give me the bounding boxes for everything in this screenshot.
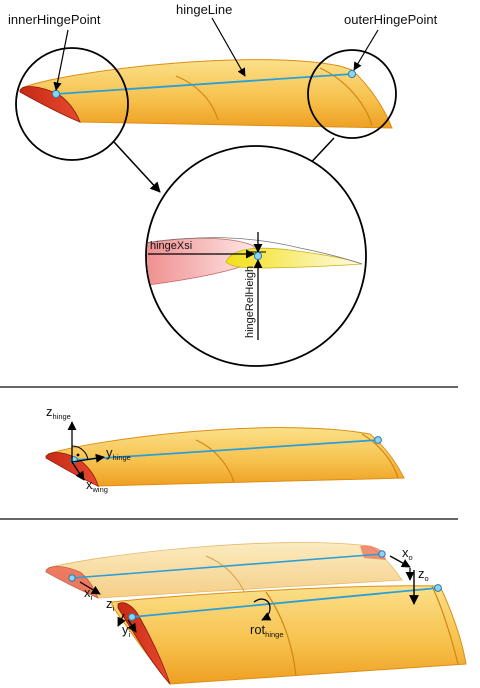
y-hinge-label: yhinge (106, 445, 131, 462)
x-wing-axis (71, 461, 85, 481)
outer-hinge-point (374, 436, 382, 444)
angle-dot (76, 453, 80, 457)
x-inner-axis (79, 581, 101, 595)
outer-hinge-pointer (353, 29, 379, 71)
wing-section-line (319, 67, 373, 127)
hinge-detail-view: hingeXsi hingeRelHeigh (145, 145, 367, 367)
wing-section-line (195, 439, 235, 483)
z-hinge-label: zhinge (46, 404, 71, 421)
rot-hinge-label: rothinge (250, 622, 284, 639)
panel-3-hinge-rotation: xo zo xi zi yi rothinge (45, 542, 467, 685)
outer-zoom-circle (307, 49, 397, 139)
rotated-hinge-line (131, 587, 439, 618)
hinge-line-label: hingeLine (176, 2, 232, 17)
detail-hinge-point (253, 251, 263, 261)
original-hinge-line (71, 553, 383, 579)
wing-section-line (175, 75, 219, 121)
angle-arc (71, 445, 89, 461)
panel-2-hinge-axes: zhinge yhinge xwing (45, 404, 405, 494)
y-inner-axis (127, 619, 137, 633)
rotated-wing-surface (111, 585, 467, 685)
wing-section-line (361, 433, 399, 479)
hinge-xsi-label: hingeXsi (150, 240, 192, 252)
rotation-arrow (253, 598, 272, 621)
rotated-section-line (265, 591, 297, 677)
x-inner-label: xi (84, 585, 93, 602)
hinge-line (55, 73, 353, 95)
inner-zoom-circle (15, 47, 129, 161)
x-outer-axis (389, 555, 411, 568)
wing-root-section (19, 86, 81, 123)
x-wing-label: xwing (86, 477, 108, 494)
hinge-rel-height-label: hingeRelHeigh (244, 266, 256, 338)
z-inner-axis (117, 613, 126, 627)
hinge-line-pointer (211, 17, 246, 77)
rotated-outer-hinge-point (434, 584, 442, 592)
rotated-inner-hinge-point (128, 613, 136, 621)
y-inner-label: yi (122, 622, 131, 639)
ghost-root-section (45, 566, 99, 599)
wing-root-section (45, 452, 99, 487)
outer-hinge-point (347, 69, 357, 79)
z-outer-label: zo (418, 566, 429, 583)
z-inner-label: zi (106, 596, 115, 613)
zoom-connector-left (113, 141, 161, 193)
x-outer-label: xo (402, 545, 413, 562)
hinge-line (73, 439, 379, 461)
original-outer-hinge-point (378, 550, 386, 558)
outer-hinge-point-label: outerHingePoint (344, 12, 438, 27)
original-inner-hinge-point (68, 574, 76, 582)
airfoil-outline (147, 237, 363, 265)
rotated-section-line (431, 585, 459, 665)
inner-hinge-pointer (53, 29, 69, 91)
panel-1-hinge-points: innerHingePoint hingeLine outerHingePoin… (8, 2, 438, 367)
inner-hinge-point (51, 89, 61, 99)
inner-hinge-point-label: innerHingePoint (8, 12, 101, 27)
